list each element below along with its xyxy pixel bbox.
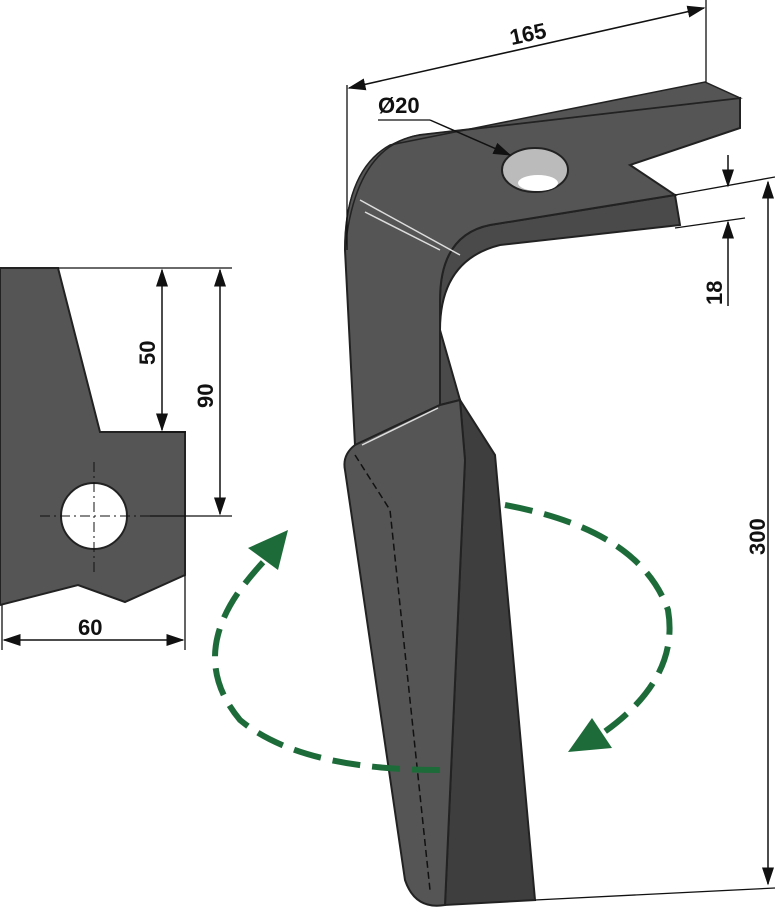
arrow-head-icon: [568, 718, 612, 752]
dim-side-hole: 90: [193, 384, 218, 408]
rotate-arrows-icon: [212, 502, 673, 773]
dim-side-upper: 50: [135, 341, 160, 365]
side-view: [0, 267, 232, 650]
blade-dimensions: [346, 0, 775, 901]
blade: [343, 81, 743, 907]
dim-thickness: 18: [702, 281, 727, 305]
dim-height: 300: [745, 518, 770, 555]
arrow-head-icon: [248, 530, 288, 570]
dim-side-width: 60: [78, 615, 102, 640]
dim-hole-diameter: Ø20: [378, 93, 420, 118]
